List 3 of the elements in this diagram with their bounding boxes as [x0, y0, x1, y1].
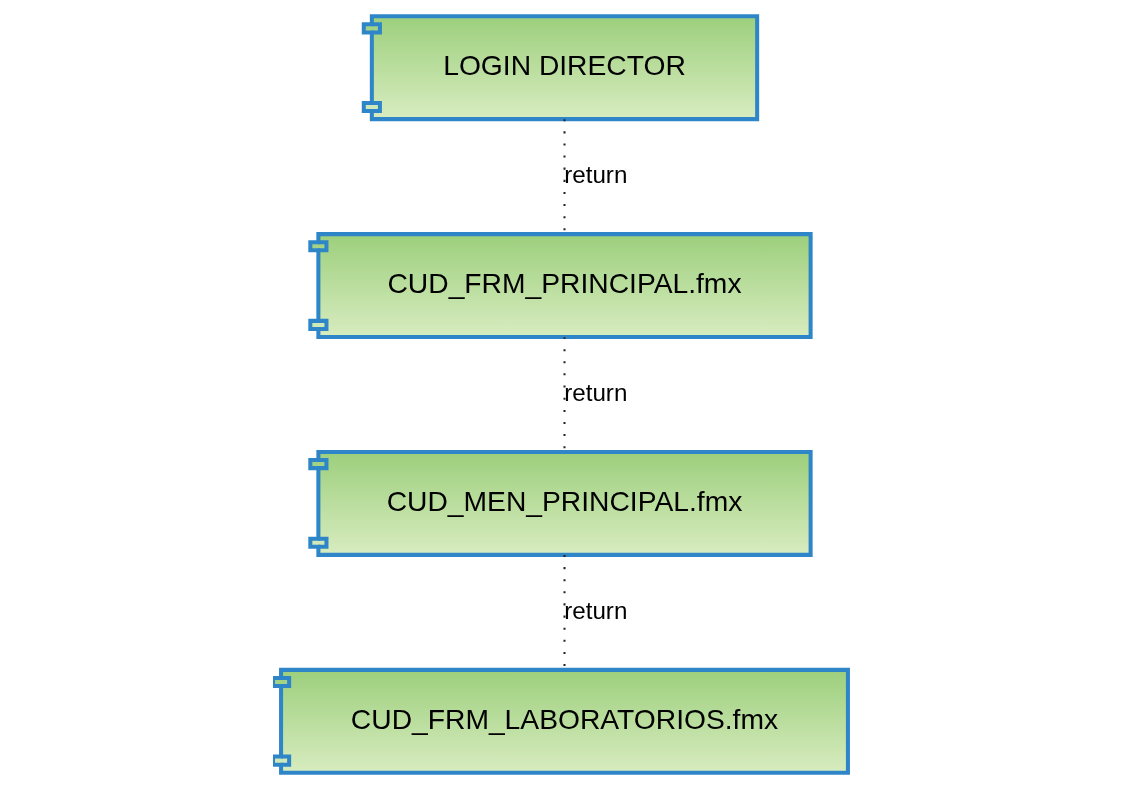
edge-label: return	[563, 378, 627, 406]
edge-label: return	[563, 596, 627, 624]
edge-label: return	[563, 160, 627, 188]
